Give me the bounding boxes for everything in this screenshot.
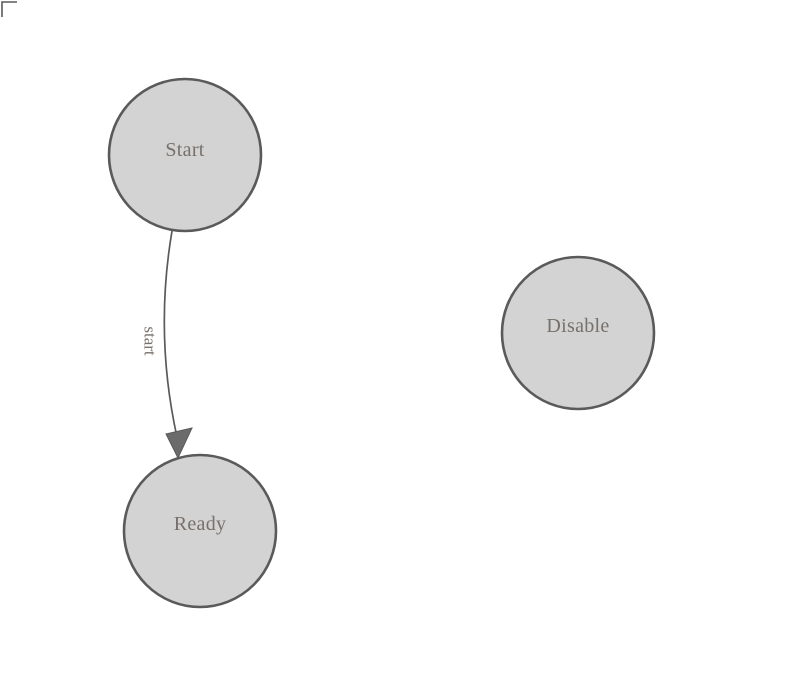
- edge-label-start: start: [141, 326, 160, 356]
- edge-arrowhead-icon: [165, 427, 193, 460]
- node-ready-label: Ready: [174, 513, 227, 535]
- node-disable-circle[interactable]: [500, 255, 656, 411]
- node-disable-label: Disable: [546, 315, 609, 337]
- node-disable[interactable]: Disable: [500, 255, 656, 411]
- node-start-label: Start: [165, 139, 204, 161]
- node-start[interactable]: Start: [107, 77, 263, 233]
- node-start-circle[interactable]: [107, 77, 263, 233]
- node-ready-circle[interactable]: [122, 453, 278, 609]
- edge-path: [163, 230, 178, 438]
- node-ready[interactable]: Ready: [122, 453, 278, 609]
- top-left-corner-bracket-icon: [1, 1, 17, 17]
- edge-start-to-ready[interactable]: start: [141, 230, 193, 460]
